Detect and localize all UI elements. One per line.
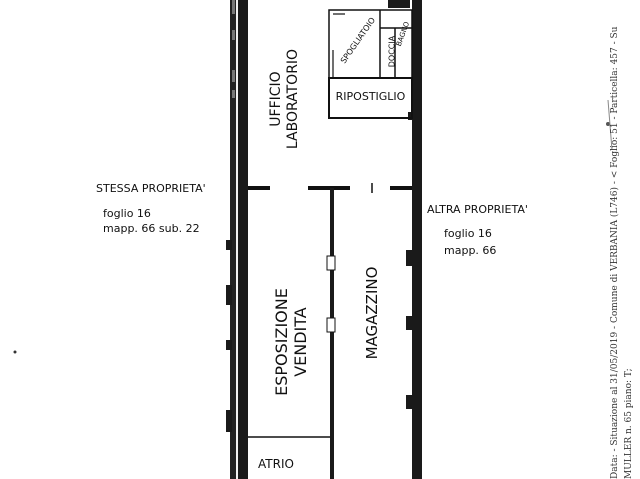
room-label-magazzino: MAGAZZINO: [363, 266, 381, 360]
right-owner-foglio: foglio 16: [444, 227, 492, 240]
room-label-doccia: DOCCIA: [387, 35, 397, 68]
service-rooms: [328, 0, 413, 119]
side-text-line2: MULLER n. 65 piano: T;: [624, 368, 634, 479]
room-label-ripostiglio: RIPOSTIGLIO: [335, 90, 406, 103]
left-owner-title: STESSA PROPRIETA': [96, 182, 206, 195]
room-label-ufficio-line2: LABORATORIO: [285, 48, 301, 150]
inner-wall: [326, 188, 336, 479]
room-label-ufficio: UFFICIO LABORATORIO: [268, 44, 302, 154]
right-owner-mapp: mapp. 66: [444, 244, 497, 257]
left-owner-mapp: mapp. 66 sub. 22: [103, 222, 200, 235]
side-text-line1: Data: - Situazione al 31/05/2019 - Comun…: [610, 26, 620, 479]
left-owner-foglio: foglio 16: [103, 207, 151, 220]
right-outer-wall: [406, 0, 422, 479]
room-label-esposizione-line1: ESPOSIZIONE: [272, 288, 291, 396]
left-outer-wall: [226, 0, 248, 479]
room-label-atrio: ATRIO: [258, 457, 294, 471]
room-label-esposizione-line2: VENDITA: [291, 307, 310, 377]
room-label-esposizione: ESPOSIZIONE VENDITA: [272, 277, 310, 407]
right-owner-title: ALTRA PROPRIETA': [427, 203, 528, 216]
room-label-ufficio-line1: UFFICIO: [268, 71, 284, 127]
